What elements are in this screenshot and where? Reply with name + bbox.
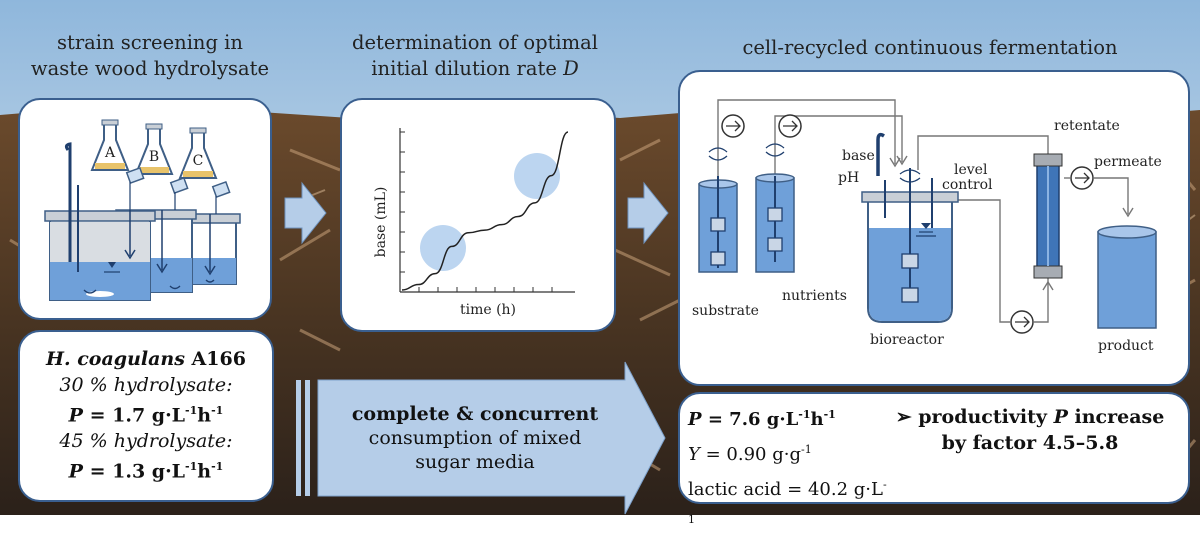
dilution-panel: [340, 98, 616, 332]
pump-icon: [1070, 166, 1094, 190]
flask-b-icon: [134, 123, 174, 175]
screening-heading-line2: waste wood hydrolysate: [30, 57, 270, 80]
strain-name: H. coagulans A166: [20, 346, 272, 372]
results-box: [678, 392, 1190, 504]
results-yield: Y = 0.90 g·g-1: [688, 435, 888, 470]
condition-2-productivity: P = 1.3 g·L-1h-1: [20, 454, 272, 484]
membrane-column: [1033, 153, 1063, 279]
exponent: -1: [211, 460, 224, 474]
level-label: level: [954, 162, 988, 178]
highlight-circle-2: [514, 153, 560, 199]
p-symbol: P: [68, 460, 83, 483]
increase-post: increase: [1074, 406, 1165, 428]
dilution-heading-line2-text: initial dilution rate: [371, 57, 557, 80]
pump-icon: [778, 114, 802, 138]
bioreactor: [861, 132, 959, 323]
exponent: -1: [801, 443, 812, 456]
condition-1-value: = 1.7 g·L: [89, 404, 186, 427]
dilution-heading-line1: determination of optimal: [351, 31, 598, 54]
bottom-arrow-icon: [296, 361, 666, 515]
increase-line-1: ➢ productivity P increase: [880, 404, 1180, 430]
vial-c-icon: [169, 176, 189, 194]
pump-icon: [1010, 310, 1034, 334]
fermentation-drawing: retentate base pH level control permeate…: [692, 99, 1162, 354]
results-box-text: P = 7.6 g·L-1h-1 Y = 0.90 g·g-1 lactic a…: [688, 400, 888, 540]
vial-d-icon: [211, 180, 231, 198]
bioreactor-label: bioreactor: [870, 332, 944, 348]
strain-box-text: H. coagulans A166 30 % hydrolysate: P = …: [20, 346, 272, 485]
yield-value: = 0.90 g·g: [705, 444, 801, 465]
condition-1-productivity: P = 1.7 g·L-1h-1: [20, 398, 272, 428]
arrow-line-1: complete & concurrent: [351, 403, 599, 425]
retentate-label: retentate: [1054, 118, 1120, 134]
chart-x-label: time (h): [460, 302, 516, 318]
product-label: product: [1098, 338, 1154, 354]
arrow-box-text: complete & concurrent consumption of mix…: [320, 402, 630, 474]
productivity-value: = 7.6 g·L: [707, 409, 799, 430]
exponent: -1: [823, 408, 836, 421]
increase-line-2: by factor 4.5–5.8: [941, 432, 1119, 454]
unit-h: h: [197, 404, 212, 427]
condition-2-value: = 1.3 g·L: [89, 460, 186, 483]
chart-ticks: [400, 131, 553, 292]
flask-a-label: A: [104, 145, 116, 161]
unit-h: h: [197, 460, 212, 483]
fermentation-heading: cell-recycled continuous fermentation: [690, 35, 1170, 61]
highlight-circle-1: [420, 225, 466, 271]
unit-h: h: [810, 409, 824, 430]
results-productivity: P = 7.6 g·L-1h-1: [688, 400, 888, 435]
dilution-symbol: D: [563, 57, 579, 80]
base-chart: time (h) base (mL): [373, 128, 575, 318]
screening-heading-line1: strain screening in: [57, 31, 243, 54]
dilution-heading-line2: initial dilution rate D: [325, 56, 625, 82]
p-symbol: P: [1053, 406, 1068, 428]
results-lactic: lactic acid = 40.2 g·L-1: [688, 470, 888, 540]
flask-b-label: B: [149, 149, 159, 165]
product-tank: [1097, 225, 1157, 329]
nutrients-tank: [755, 143, 795, 273]
fermentation-heading-text: cell-recycled continuous fermentation: [742, 36, 1118, 59]
pump-icon: [721, 114, 745, 138]
exponent: -1: [185, 460, 198, 474]
dilution-heading: determination of optimal initial dilutio…: [325, 30, 625, 82]
substrate-label: substrate: [692, 303, 759, 319]
results-increase: ➢ productivity P increase by factor 4.5–…: [880, 404, 1180, 456]
chart-y-label: base (mL): [373, 187, 389, 258]
strain-box: [18, 330, 274, 502]
arrow-2-icon: [627, 181, 669, 245]
exponent: -1: [798, 408, 811, 421]
flask-a-icon: [90, 119, 130, 171]
vial-b-icon: [125, 166, 145, 184]
ph-label: pH: [838, 170, 859, 186]
increase-pre: productivity: [918, 406, 1047, 428]
y-symbol: Y: [688, 444, 700, 465]
nutrients-label: nutrients: [782, 288, 847, 304]
exponent: -1: [185, 404, 198, 417]
p-symbol: P: [688, 409, 702, 430]
condition-2: 45 % hydrolysate:: [59, 430, 233, 453]
arrow-line-3: sugar media: [415, 451, 535, 473]
graphics-layer: A B C time (h) base (mL): [44, 99, 1162, 515]
exponent: -1: [211, 404, 224, 417]
screening-drawing: A B C: [44, 119, 241, 301]
flask-c-label: C: [193, 153, 204, 169]
control-label: control: [942, 177, 993, 193]
flask-c-icon: [178, 127, 218, 179]
substrate-tank: [698, 147, 738, 273]
arrow-line-2: consumption of mixed: [368, 427, 582, 449]
strain-species: H. coagulans: [46, 348, 185, 370]
arrow-1-icon: [284, 181, 327, 245]
base-curve-line: [401, 131, 569, 291]
strain-code: A166: [191, 348, 246, 370]
screening-heading: strain screening in waste wood hydrolysa…: [20, 30, 280, 82]
bullet-arrow-icon: ➢: [895, 406, 912, 428]
p-symbol: P: [68, 404, 83, 427]
condition-1: 30 % hydrolysate:: [59, 374, 233, 396]
lactic-value: lactic acid = 40.2 g·L: [688, 479, 883, 500]
permeate-label: permeate: [1094, 154, 1162, 170]
base-label: base: [842, 148, 875, 164]
